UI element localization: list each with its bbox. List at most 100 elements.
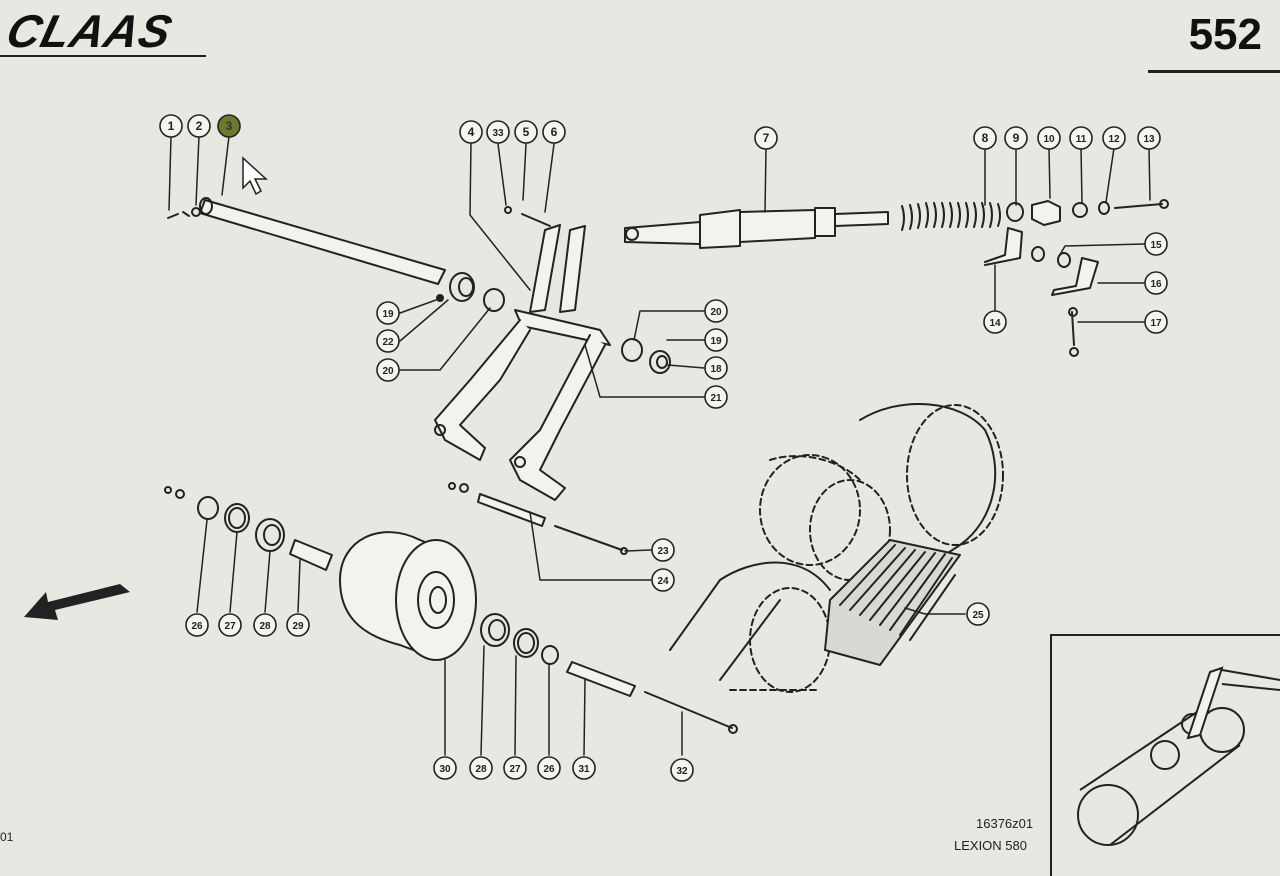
- callout-12: 12: [1102, 126, 1126, 150]
- callout-circle: [572, 756, 596, 780]
- callout-circle: [983, 310, 1007, 334]
- callout-circle: [1144, 232, 1168, 256]
- callout-9: 9: [1004, 126, 1028, 150]
- callout-number: 27: [509, 764, 521, 775]
- left-bearing-parts: [164, 486, 333, 571]
- callout-32: 32: [670, 758, 694, 782]
- callout-circle: [966, 602, 990, 626]
- callout-6: 6: [542, 120, 566, 144]
- inset-frame: [1050, 634, 1280, 876]
- callout-19: 19: [704, 328, 728, 352]
- callout-26: 26: [537, 756, 561, 780]
- callout-13: 13: [1137, 126, 1161, 150]
- callout-number: 2: [196, 119, 203, 133]
- callout-circle: [542, 120, 566, 144]
- callout-19: 19: [376, 301, 400, 325]
- callout-33: 33: [486, 120, 510, 144]
- callout-number: 9: [1013, 131, 1020, 145]
- callout-number: 15: [1150, 240, 1162, 251]
- callout-4: 4: [459, 120, 483, 144]
- callout-circle: [514, 120, 538, 144]
- callout-circle: [1144, 271, 1168, 295]
- callout-circle: [217, 114, 241, 138]
- callout-number: 6: [551, 125, 558, 139]
- callout-circle: [187, 114, 211, 138]
- model-name: LEXION 580: [954, 838, 1027, 853]
- callout-26: 26: [185, 613, 209, 637]
- mouse-pointer-icon: [242, 156, 268, 196]
- callout-circle: [1037, 126, 1061, 150]
- callout-circle: [469, 756, 493, 780]
- callout-circle: [376, 301, 400, 325]
- callout-1: 1: [159, 114, 183, 138]
- callout-number: 3: [226, 119, 233, 133]
- inset-detail-drawing: [1077, 666, 1280, 846]
- drawing-code: 16376z01: [976, 816, 1034, 831]
- lever-arm: [434, 206, 611, 501]
- callout-number: 33: [492, 128, 504, 139]
- callout-number: 13: [1143, 134, 1155, 145]
- callout-number: 10: [1043, 134, 1055, 145]
- callout-28: 28: [253, 613, 277, 637]
- callout-30: 30: [433, 756, 457, 780]
- callout-15: 15: [1144, 232, 1168, 256]
- brand-underline: [0, 55, 206, 57]
- callout-number: 17: [1150, 318, 1162, 329]
- callout-circle: [754, 126, 778, 150]
- callout-18: 18: [704, 356, 728, 380]
- callout-circle: [253, 613, 277, 637]
- callout-circle: [218, 613, 242, 637]
- page-number: 552: [1188, 10, 1262, 59]
- callout-circle: [1137, 126, 1161, 150]
- callout-number: 20: [382, 366, 394, 377]
- adjusting-rod: [624, 207, 889, 249]
- callout-16: 16: [1144, 271, 1168, 295]
- callout-number: 19: [382, 309, 394, 320]
- callout-circle: [376, 358, 400, 382]
- callout-circle: [376, 329, 400, 353]
- callout-circle: [1144, 310, 1168, 334]
- callout-number: 16: [1150, 279, 1162, 290]
- callout-5: 5: [514, 120, 538, 144]
- callout-number: 28: [475, 764, 487, 775]
- callout-circle: [704, 385, 728, 409]
- callout-21: 21: [704, 385, 728, 409]
- callout-number: 22: [382, 337, 394, 348]
- callout-27: 27: [503, 756, 527, 780]
- callout-number: 14: [989, 318, 1001, 329]
- guide-roller: [339, 531, 477, 661]
- callout-3: 3: [217, 114, 241, 138]
- callout-circle: [286, 613, 310, 637]
- callout-circle: [159, 114, 183, 138]
- callout-20: 20: [704, 299, 728, 323]
- page-number-underline: [1148, 70, 1280, 73]
- callout-number: 12: [1108, 134, 1120, 145]
- callout-23: 23: [651, 538, 675, 562]
- bushings: [436, 272, 671, 374]
- callout-number: 25: [972, 610, 984, 621]
- left-edge-text: 01: [0, 830, 14, 844]
- callout-2: 2: [187, 114, 211, 138]
- callout-29: 29: [286, 613, 310, 637]
- callout-11: 11: [1069, 126, 1093, 150]
- callout-circle: [1102, 126, 1126, 150]
- callout-7: 7: [754, 126, 778, 150]
- callout-17: 17: [1144, 310, 1168, 334]
- callout-number: 1: [168, 119, 175, 133]
- callout-number: 23: [657, 546, 669, 557]
- callout-circle: [503, 756, 527, 780]
- callout-22: 22: [376, 329, 400, 353]
- callout-circle: [433, 756, 457, 780]
- callout-number: 11: [1076, 134, 1087, 145]
- callout-circle: [1069, 126, 1093, 150]
- callout-number: 20: [710, 307, 722, 318]
- callout-circle: [670, 758, 694, 782]
- callout-circle: [486, 120, 510, 144]
- callout-8: 8: [973, 126, 997, 150]
- pins: [448, 482, 628, 555]
- callout-number: 5: [523, 125, 530, 139]
- right-bearing-parts: [480, 613, 738, 734]
- callout-20: 20: [376, 358, 400, 382]
- callout-number: 8: [982, 131, 989, 145]
